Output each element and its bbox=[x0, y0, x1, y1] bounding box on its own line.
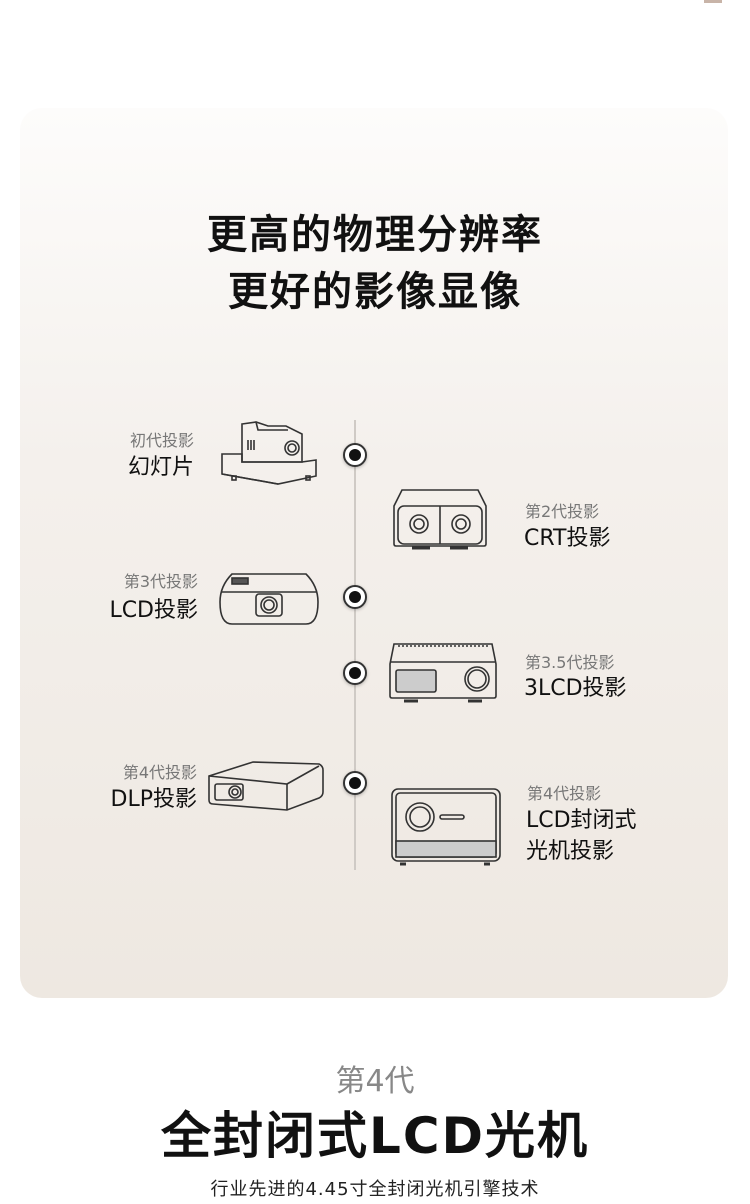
generation-label: 第3代投影 bbox=[123, 572, 198, 591]
projector-name: LCD封闭式 bbox=[526, 808, 637, 833]
lcd-projector-icon bbox=[219, 573, 319, 625]
projector-name: 幻灯片 bbox=[127, 455, 194, 480]
generation-label: 第2代投影 bbox=[525, 502, 600, 521]
footer-generation: 第4代 bbox=[335, 1064, 415, 1099]
3lcd-projector-icon bbox=[389, 643, 497, 703]
sealed-lcd-projector-icon bbox=[391, 788, 501, 866]
footer-title: 全封闭式LCD光机 bbox=[160, 1107, 590, 1165]
headline-line2: 更好的影像显像 bbox=[228, 269, 522, 315]
timeline-panel bbox=[20, 108, 728, 998]
generation-label: 初代投影 bbox=[129, 431, 194, 450]
slide-projector-icon bbox=[221, 421, 317, 485]
timeline-line bbox=[354, 420, 356, 870]
corner-mark bbox=[704, 0, 722, 3]
generation-label: 第4代投影 bbox=[122, 763, 197, 782]
headline-line1: 更高的物理分辨率 bbox=[207, 212, 543, 258]
projector-name: DLP投影 bbox=[110, 787, 197, 812]
timeline-dot bbox=[343, 585, 367, 609]
projector-name: LCD投影 bbox=[109, 598, 198, 623]
generation-label: 第3.5代投影 bbox=[525, 653, 615, 672]
generation-label: 第4代投影 bbox=[527, 784, 602, 803]
projector-name: CRT投影 bbox=[524, 526, 611, 551]
timeline-dot bbox=[343, 661, 367, 685]
dlp-projector-icon bbox=[208, 761, 324, 811]
projector-name-line2: 光机投影 bbox=[526, 839, 615, 864]
crt-projector-icon bbox=[393, 489, 487, 550]
footer-subtitle: 行业先进的4.45寸全封闭光机引擎技术 bbox=[210, 1179, 540, 1200]
projector-name: 3LCD投影 bbox=[524, 676, 627, 701]
timeline-dot bbox=[343, 443, 367, 467]
timeline-dot bbox=[343, 771, 367, 795]
